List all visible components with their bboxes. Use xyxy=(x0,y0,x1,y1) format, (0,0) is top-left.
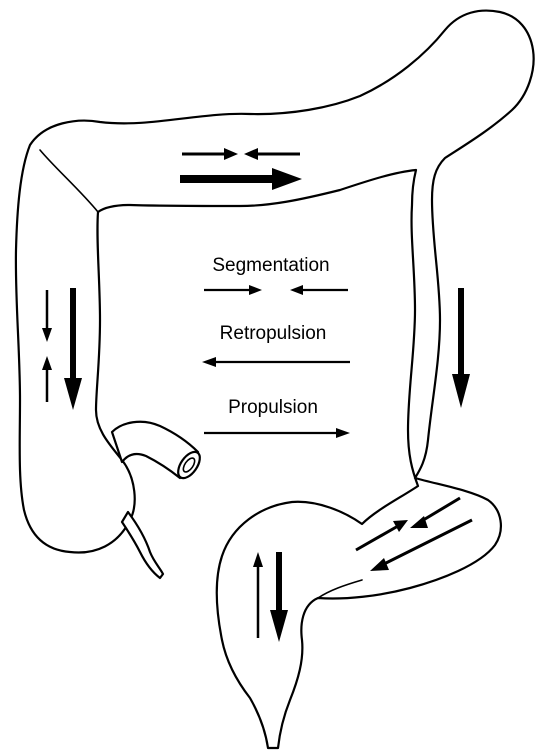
appendix xyxy=(122,512,163,578)
legend: Segmentation Retropulsion Propulsion xyxy=(202,255,350,438)
descending-arrows xyxy=(452,288,470,408)
legend-label-propulsion: Propulsion xyxy=(228,397,318,418)
legend-label-segmentation: Segmentation xyxy=(212,255,329,276)
legend-segmentation-arrow-left xyxy=(290,285,348,295)
legend-retropulsion-arrow xyxy=(202,357,350,367)
propulsion-arrow-down-descending xyxy=(452,288,470,408)
legend-propulsion-arrow xyxy=(204,428,350,438)
legend-label-retropulsion: Retropulsion xyxy=(220,323,327,344)
legend-segmentation-arrow-right xyxy=(204,285,262,295)
